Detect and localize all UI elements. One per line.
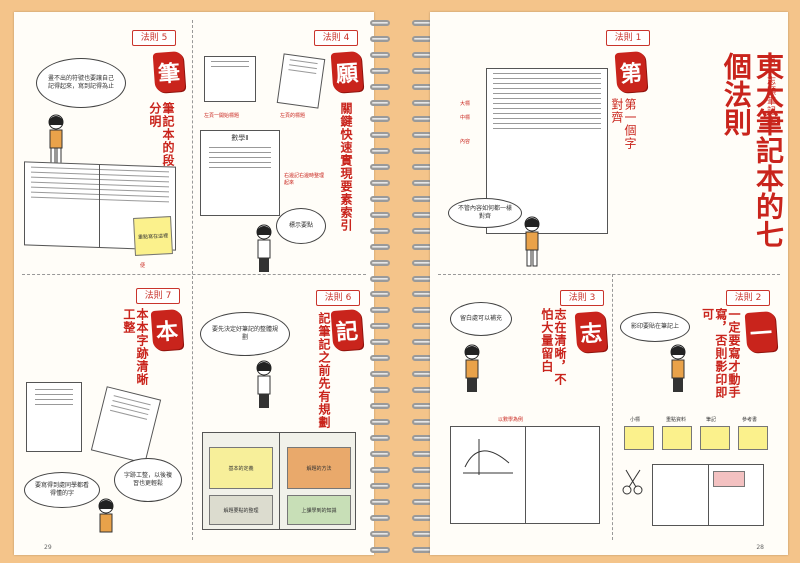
rule6-heading: 記筆記之前先有規劃	[317, 312, 331, 429]
rule1-label-2: 中標	[460, 115, 471, 121]
rule5-tag: 法則 5	[132, 30, 176, 46]
scissors-icon	[622, 469, 643, 495]
student-figure-icon	[670, 344, 686, 392]
rule7-note: 字跡工整，以後複習也更輕鬆	[114, 458, 182, 502]
sticky-caption-1: 小標	[630, 417, 641, 423]
rule4-caption-1: 左頁一開始標題	[204, 113, 240, 119]
rule1-label-3: 內容	[460, 139, 471, 145]
student-figure-icon	[256, 224, 272, 272]
sticky-caption-3: 筆記	[706, 417, 717, 423]
rule7-tag: 法則 7	[136, 288, 180, 304]
rule4-caption-2: 左頁的標題	[280, 113, 306, 119]
rule3-seal: 志	[574, 311, 608, 353]
rule7-neat-page	[90, 386, 162, 464]
left-page: 法則 5 筆 筆記本的段落分明 畫不出的符號也要讓自己記得起來，寫到記得為止 重…	[14, 12, 374, 555]
rule6-seal: 記	[330, 309, 364, 351]
rule7-bubble: 要寫得到處同學都看得懂的字	[24, 472, 100, 508]
page-number: 29	[44, 544, 52, 551]
rule6-tag: 法則 6	[316, 290, 360, 306]
graph-sketch-icon	[463, 439, 513, 475]
rule4-heading: 關鍵快速實現要素索引	[339, 102, 353, 232]
rule3-math-notebook	[450, 426, 600, 524]
binder-rings-left	[370, 20, 392, 553]
plan-box-3: 解題要點的整理	[209, 495, 273, 525]
rule4-seal: 願	[330, 51, 364, 93]
rule5-memo: 便	[140, 263, 146, 269]
page-title: 東大筆記本的七個法則	[719, 52, 785, 248]
page-subtitle: 第一志願筆記本	[765, 56, 775, 126]
rule3-book-caption: 以數學為例	[498, 417, 524, 423]
sticky-caption-2: 重點資料	[666, 417, 687, 423]
student-figure-icon	[48, 114, 64, 165]
rule1-heading: 第一個字對齊	[609, 98, 637, 150]
rule2-heading: 一定要寫才動手寫，否則影印即可	[700, 308, 741, 399]
rule7-messy-page	[26, 382, 82, 452]
rule3-heading: 志在清晰，不怕大量留白	[539, 308, 567, 386]
rule2-notebook-illustration	[652, 464, 764, 526]
rule5-note: 重點寫在這裡	[133, 216, 173, 256]
rule4-caption-3: 右邊記右邊時整理起來	[284, 173, 325, 186]
rule4-book-open	[276, 53, 326, 109]
rule4-bubble: 標示要點	[276, 208, 326, 244]
rule3-tag: 法則 3	[560, 290, 604, 306]
rule1-tag: 法則 1	[606, 30, 650, 46]
rule7-heading: 本本字跡清晰工整	[121, 308, 149, 386]
rule2-tag: 法則 2	[726, 290, 770, 306]
sticky-note-1	[624, 426, 654, 450]
rule6-plan-notebook: 基本的定義 解題的方法 解題要點的整理 上課學到的知識	[202, 432, 356, 530]
student-figure-icon	[524, 216, 540, 267]
rule4-tag: 法則 4	[314, 30, 358, 46]
rule1-label-1: 大標	[460, 101, 471, 107]
student-figure-icon	[98, 498, 114, 533]
rule1-bubble: 不管內容如何都一樣對齊	[448, 198, 522, 228]
rule2-bubble: 影印要貼在筆記上	[620, 312, 690, 342]
rule3-bubble: 留白處可以補充	[450, 302, 512, 336]
right-page: 東大筆記本的七個法則 第一志願筆記本 法則 1 第 第一個字對齊 大標 中標 內…	[430, 12, 788, 555]
rule4-book-closed	[204, 56, 256, 102]
rule5-heading: 筆記本的段落分明	[147, 102, 175, 180]
page-number: 28	[756, 544, 764, 551]
rule7-seal: 本	[150, 309, 184, 351]
rule5-seal: 筆	[152, 51, 186, 93]
plan-box-4: 上課學到的知識	[287, 495, 351, 525]
sticky-note-4	[738, 426, 768, 450]
rule6-bubble: 要先決定好筆記的整體規劃	[200, 312, 290, 356]
sticky-caption-4: 參考書	[742, 417, 758, 423]
plan-box-1: 基本的定義	[209, 447, 273, 489]
student-figure-icon	[464, 344, 480, 392]
rule2-seal: 一	[744, 311, 778, 353]
sticky-note-3	[700, 426, 730, 450]
rule5-bubble: 畫不出的符號也要讓自己記得起來，寫到記得為止	[36, 58, 126, 108]
student-figure-icon	[256, 360, 272, 408]
sticky-note-2	[662, 426, 692, 450]
pink-sticky	[713, 471, 745, 487]
plan-box-2: 解題的方法	[287, 447, 351, 489]
rule1-seal: 第	[614, 51, 648, 93]
rule4-page-illustration: 數學Ⅱ	[200, 130, 280, 216]
